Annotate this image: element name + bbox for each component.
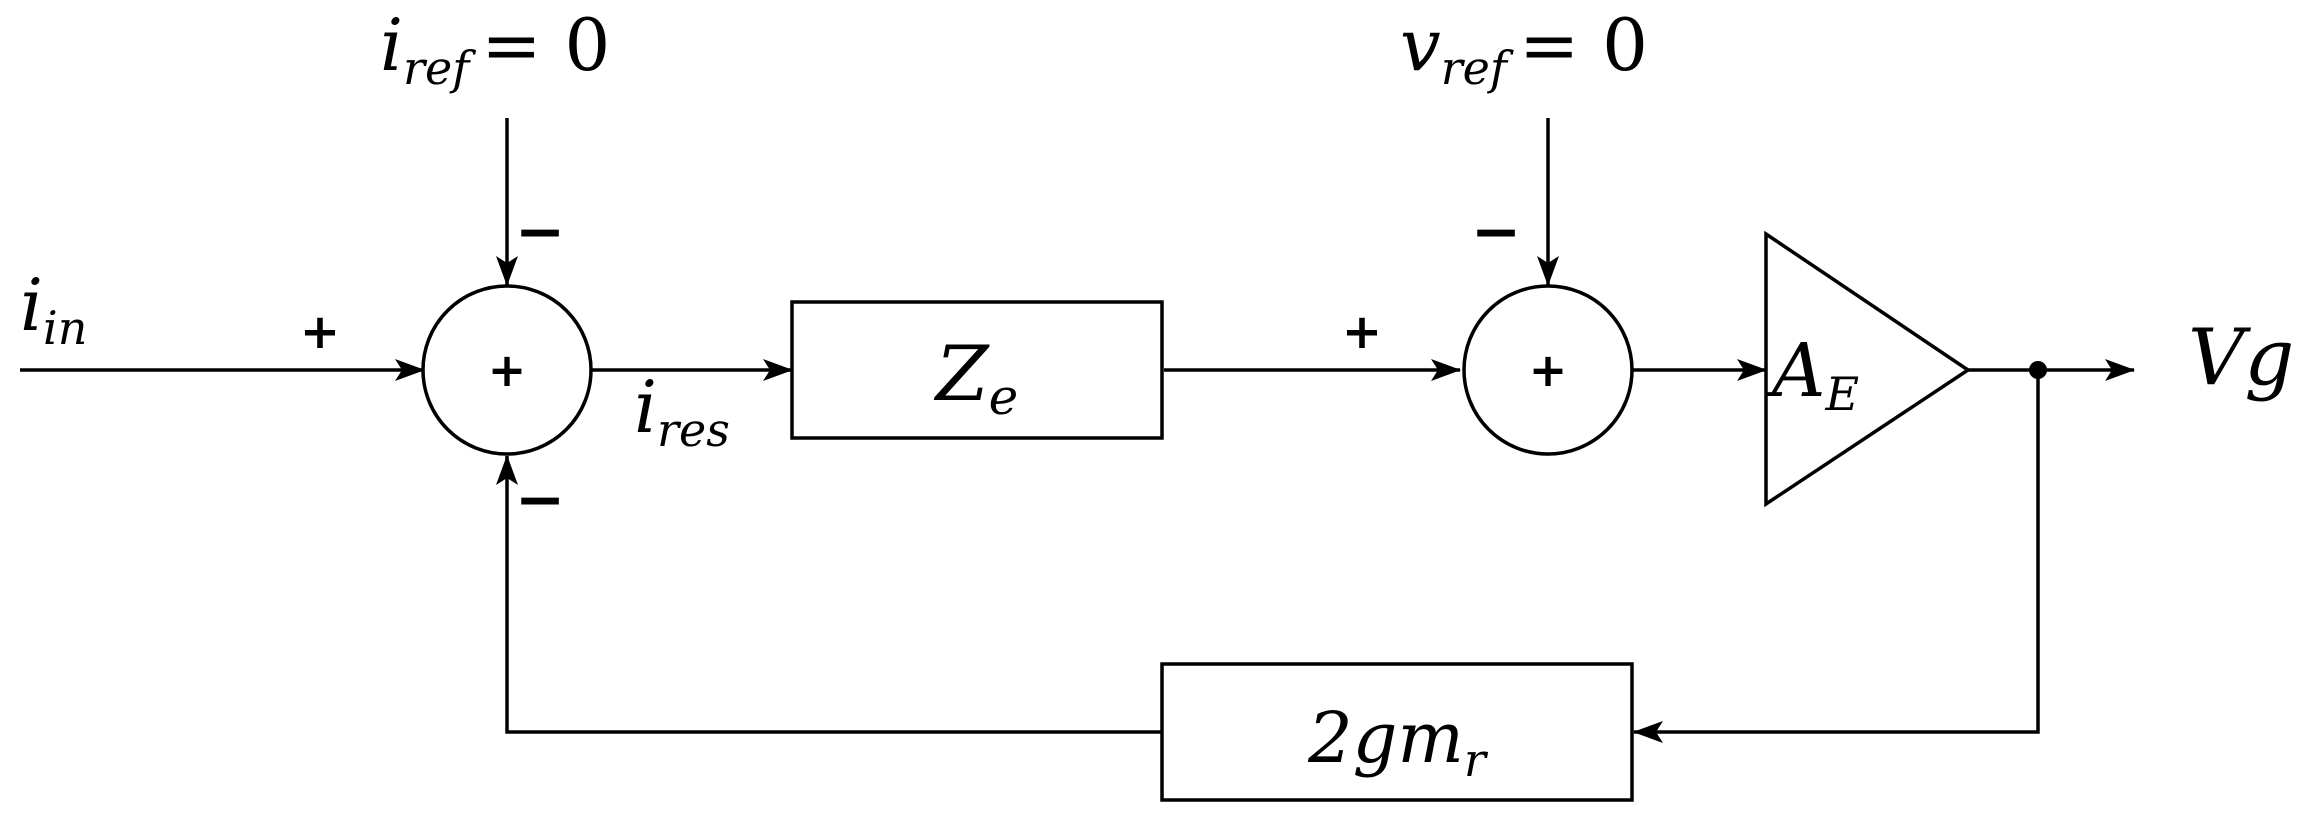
iref-label: iref= 0 <box>380 3 610 95</box>
feedback-return-wire <box>496 455 1162 734</box>
branch-point <box>2029 361 2047 379</box>
sum1-bottom-sign: − <box>515 465 565 535</box>
sum1-left-sign: + <box>300 304 340 360</box>
ae-label: AE <box>1766 328 1859 421</box>
feedback-block: 2gmr <box>1160 662 1634 802</box>
vref-label: vref= 0 <box>1400 3 1648 95</box>
sum1-top-sign: − <box>515 197 565 267</box>
ae-amplifier: AE <box>1764 230 1972 508</box>
sum2-symbol: + <box>1529 343 1568 397</box>
sum1-symbol: + <box>488 343 527 397</box>
summing-junction-1: + <box>421 284 593 456</box>
feedback-label: 2gmr <box>1307 697 1489 787</box>
ze-label: Ze <box>934 329 1018 426</box>
ze-block: Ze <box>790 300 1164 440</box>
iin-label: iin <box>20 263 87 355</box>
sum2-left-sign: + <box>1342 304 1382 360</box>
feedback-tap-wire <box>1633 370 2040 743</box>
sum2-top-sign: − <box>1471 197 1521 267</box>
summing-junction-2: + <box>1462 284 1634 456</box>
vg-output-label: Vg <box>2188 313 2294 403</box>
ires-label: ires <box>634 365 730 457</box>
